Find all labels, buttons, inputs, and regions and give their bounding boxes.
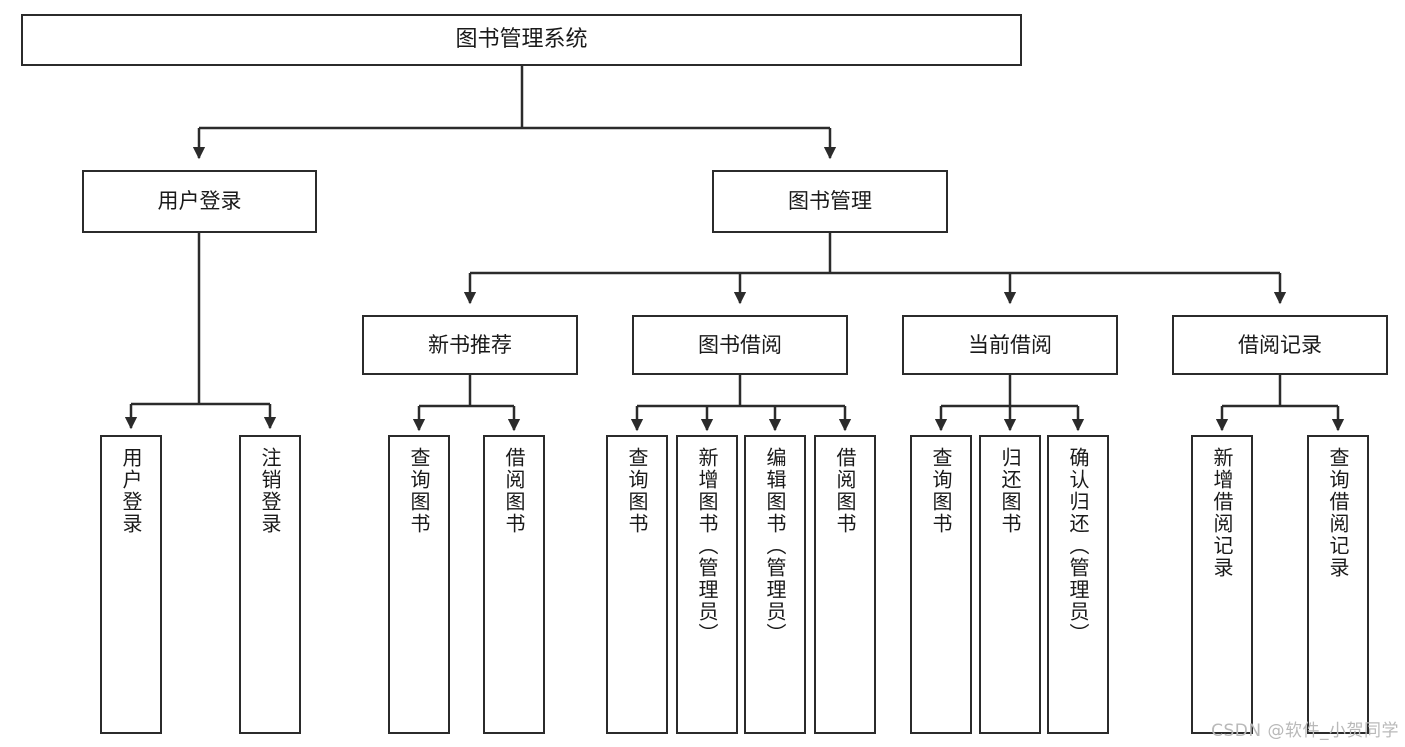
leaf-add-book-admin[interactable]: 新增图书（管理员） (676, 435, 738, 734)
node-label: 新增图书（管理员） (695, 447, 719, 645)
node-book-borrowing[interactable]: 图书借阅 (632, 315, 848, 375)
leaf-return-book[interactable]: 归还图书 (979, 435, 1041, 734)
node-label: 用户登录 (157, 189, 242, 214)
node-current-borrowing[interactable]: 当前借阅 (902, 315, 1118, 375)
node-label: 当前借阅 (968, 332, 1052, 357)
node-label: 查询图书 (407, 447, 431, 535)
node-label: 新增借阅记录 (1210, 447, 1234, 579)
node-label: 编辑图书（管理员） (763, 447, 787, 645)
node-borrow-records[interactable]: 借阅记录 (1172, 315, 1388, 375)
leaf-query-book-borrowing[interactable]: 查询图书 (606, 435, 668, 734)
node-label: 注销登录 (258, 447, 282, 535)
node-label: 图书管理 (788, 189, 872, 214)
leaf-confirm-return-admin[interactable]: 确认归还（管理员） (1047, 435, 1109, 734)
node-label: 图书管理系统 (455, 27, 588, 53)
node-label: 归还图书 (998, 447, 1022, 535)
leaf-borrow-book-borrowing[interactable]: 借阅图书 (814, 435, 876, 734)
node-new-book-recommendation[interactable]: 新书推荐 (362, 315, 578, 375)
node-label: 查询图书 (929, 447, 953, 535)
node-label: 查询借阅记录 (1326, 447, 1350, 579)
leaf-query-book-current[interactable]: 查询图书 (910, 435, 972, 734)
leaf-query-borrow-record[interactable]: 查询借阅记录 (1307, 435, 1369, 734)
node-label: 查询图书 (625, 447, 649, 535)
leaf-borrow-book-recommendation[interactable]: 借阅图书 (483, 435, 545, 734)
node-label: 用户登录 (119, 447, 143, 535)
leaf-query-book-recommendation[interactable]: 查询图书 (388, 435, 450, 734)
node-root-book-management-system[interactable]: 图书管理系统 (21, 14, 1022, 66)
leaf-edit-book-admin[interactable]: 编辑图书（管理员） (744, 435, 806, 734)
node-label: 借阅图书 (502, 447, 526, 535)
csdn-watermark: CSDN @软件_小贺同学 (1211, 721, 1399, 741)
node-label: 新书推荐 (428, 332, 512, 357)
leaf-logout[interactable]: 注销登录 (239, 435, 301, 734)
node-book-management[interactable]: 图书管理 (712, 170, 948, 233)
node-label: 确认归还（管理员） (1066, 447, 1090, 645)
node-label: 借阅记录 (1238, 332, 1322, 357)
node-label: 借阅图书 (833, 447, 857, 535)
node-user-login[interactable]: 用户登录 (82, 170, 317, 233)
node-label: 图书借阅 (698, 332, 782, 357)
leaf-user-login[interactable]: 用户登录 (100, 435, 162, 734)
leaf-add-borrow-record[interactable]: 新增借阅记录 (1191, 435, 1253, 734)
